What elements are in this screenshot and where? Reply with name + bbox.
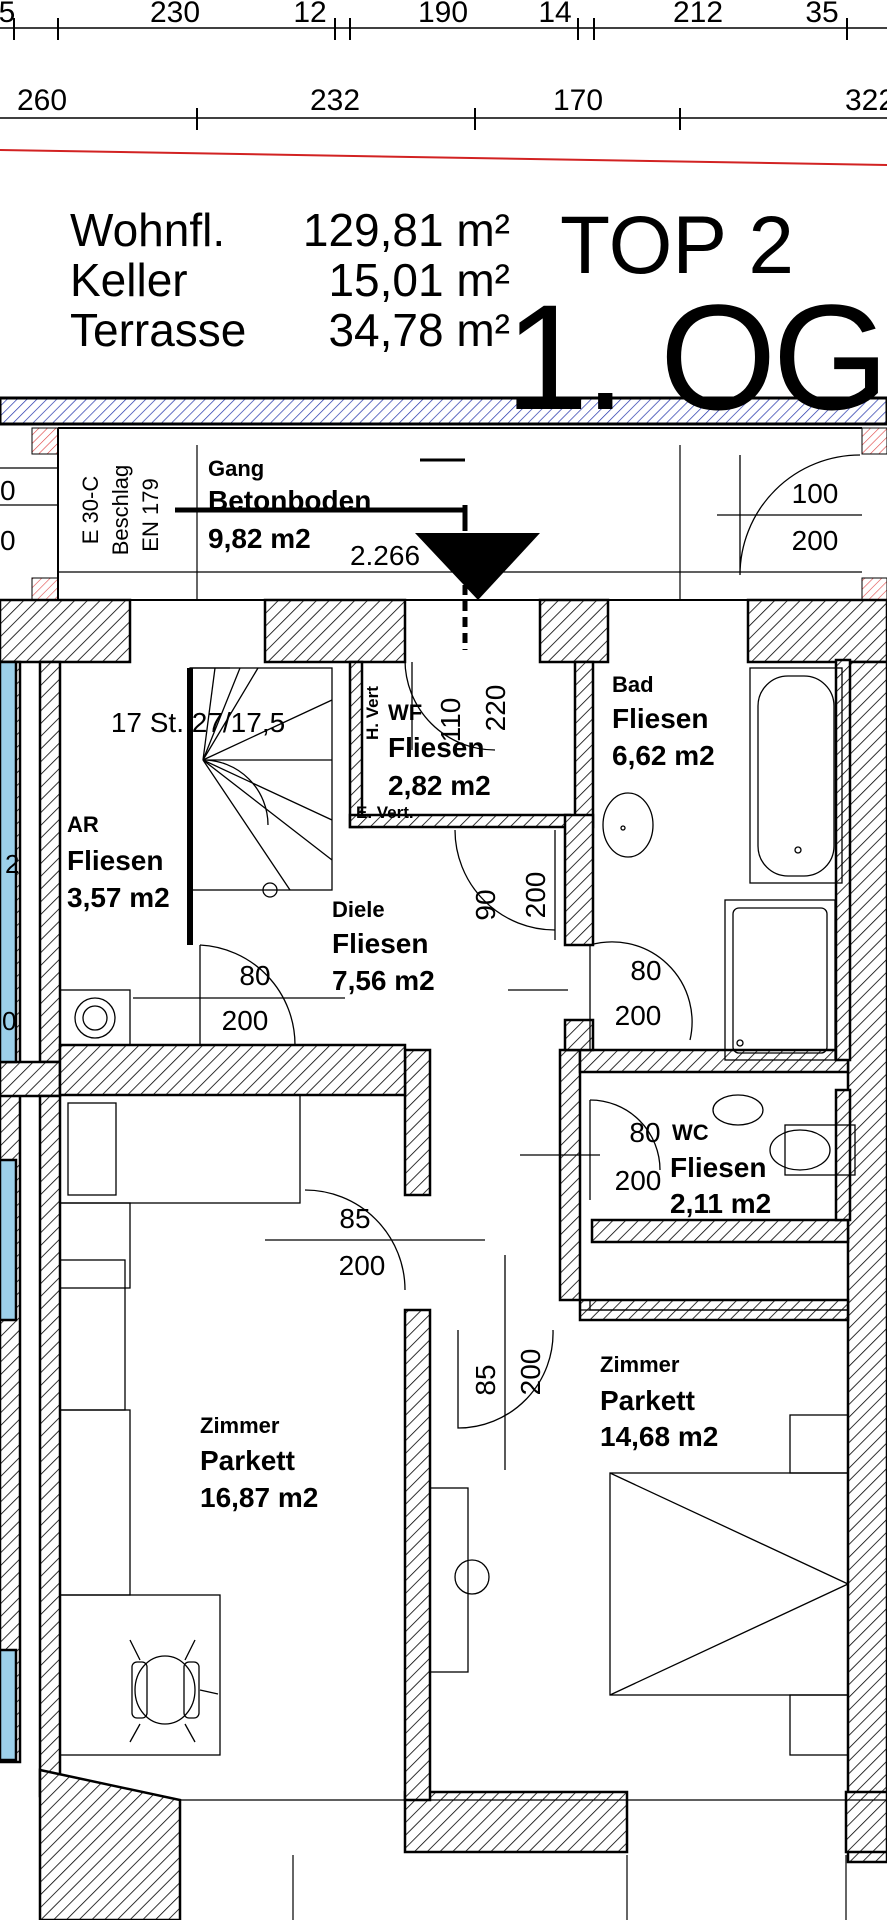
dim-r1-1: 230 (150, 0, 200, 29)
room-gang-area: 9,82 m2 (208, 523, 311, 554)
gang-dim: 2.266 (350, 540, 420, 571)
room-gang-floor: Betonboden (208, 485, 371, 516)
dim-r2-1: 232 (310, 84, 360, 117)
room-bad-name: Bad (612, 672, 654, 697)
room-diele-area: 7,56 m2 (332, 965, 435, 996)
dim-r2-2: 170 (553, 84, 603, 117)
dim-r1-5: 212 (673, 0, 723, 29)
room-wc-area: 2,11 m2 (670, 1188, 771, 1219)
room-wc-name: WC (672, 1120, 709, 1145)
wc-door-width: 80 (629, 1117, 660, 1148)
room-zimmer2-name: Zimmer (600, 1352, 680, 1377)
left-edge-label-b: 0 (2, 1006, 16, 1036)
terrasse-label: Terrasse (70, 304, 247, 356)
bad-door-width: 80 (630, 955, 661, 986)
e-vert-label: E. Vert. (356, 803, 414, 822)
unit-title: TOP 2 (560, 200, 794, 291)
room-wf-name: WF (388, 700, 422, 725)
h-vert-label: H. Vert (363, 686, 382, 740)
room-zimmer1-area: 16,87 m2 (200, 1482, 318, 1513)
zimmer2-door-width: 85 (470, 1364, 501, 1395)
property-line (0, 149, 887, 166)
dim-r1-3: 190 (418, 0, 468, 29)
bottom-dimension-lines (180, 1799, 887, 1920)
area-summary: Wohnfl. 129,81 m² Keller 15,01 m² Terrasse… (70, 205, 510, 355)
room-labels: Gang Betonboden 9,82 m2 AR Fliesen 3,57 … (67, 456, 771, 1513)
zimmer1-door-width: 85 (339, 1203, 370, 1234)
terrace-slab (0, 396, 887, 426)
room-zimmer1-floor: Parkett (200, 1445, 295, 1476)
diele-door-width: 90 (470, 889, 501, 920)
column-right-low (861, 577, 887, 601)
column-right (861, 427, 887, 455)
keller-value: 15,01 m² (328, 254, 510, 306)
right-door-width: 100 (792, 478, 839, 509)
column-left (31, 427, 59, 455)
wc-door-height: 200 (615, 1165, 662, 1196)
floor-title: 1. OG (505, 273, 887, 441)
room-ar-floor: Fliesen (67, 845, 163, 876)
zimmer1-door-height: 200 (339, 1250, 386, 1281)
entry-hardware: Beschlag (108, 465, 133, 556)
entry-fire-rating: E 30-C (78, 476, 103, 545)
ar-door-height: 200 (222, 1005, 269, 1036)
bad-door-height: 200 (615, 1000, 662, 1031)
room-bad-floor: Fliesen (612, 703, 708, 734)
dim-r1-2: 12 (293, 0, 326, 29)
entry-norm: EN 179 (138, 478, 163, 551)
right-door-height: 200 (792, 525, 839, 556)
room-zimmer1-name: Zimmer (200, 1413, 280, 1438)
dim-r1-4: 14 (538, 0, 571, 29)
dimension-row-1 (0, 18, 887, 40)
wf-door-height: 220 (480, 685, 511, 732)
ar-door-width: 80 (239, 960, 270, 991)
dim-r2-3: 322 (845, 84, 887, 117)
fixtures (59, 667, 856, 1756)
room-gang-name: Gang (208, 456, 264, 481)
stairs-label: 17 St. 27/17,5 (111, 707, 285, 738)
room-wf-floor: Fliesen (388, 732, 484, 763)
walls (0, 598, 887, 1920)
zimmer2-door-height: 200 (515, 1349, 546, 1396)
room-diele-name: Diele (332, 897, 385, 922)
wohnfl-value: 129,81 m² (302, 204, 510, 256)
entry-arrow-icon (415, 533, 540, 600)
wf-door-width: 110 (435, 698, 466, 743)
room-ar-name: AR (67, 812, 99, 837)
left-edge-label-a: 2 (5, 849, 19, 879)
room-bad-area: 6,62 m2 (612, 740, 715, 771)
wohnfl-label: Wohnfl. (70, 204, 226, 256)
room-wc-floor: Fliesen (670, 1152, 766, 1183)
column-left-low (31, 577, 59, 601)
keller-label: Keller (70, 254, 188, 306)
left-door-w: 0 (0, 475, 16, 506)
door-swings (0, 454, 862, 1470)
dim-r2-0: 260 (17, 84, 67, 117)
room-diele-floor: Fliesen (332, 928, 428, 959)
room-zimmer2-area: 14,68 m2 (600, 1421, 718, 1452)
terrasse-value: 34,78 m² (328, 304, 510, 356)
dim-r1-6: 35 (805, 0, 838, 29)
dim-r1-0: 5 (0, 0, 15, 29)
room-ar-area: 3,57 m2 (67, 882, 170, 913)
diele-door-height: 200 (520, 872, 551, 919)
left-door-h: 0 (0, 525, 16, 556)
room-wf-area: 2,82 m2 (388, 770, 491, 801)
room-zimmer2-floor: Parkett (600, 1385, 695, 1416)
dimension-row-2 (0, 108, 887, 130)
